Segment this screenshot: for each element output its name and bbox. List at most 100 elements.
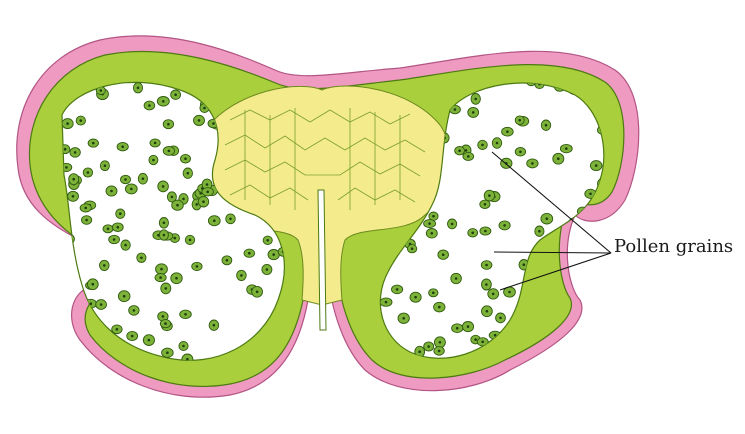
pollen-nucleus — [437, 349, 441, 353]
pollen-nucleus — [565, 147, 568, 150]
pollen-nucleus — [175, 276, 178, 280]
pollen-nucleus — [266, 239, 270, 242]
pollen-nucleus — [115, 328, 119, 331]
pollen-grain — [591, 288, 602, 299]
pollen-nucleus — [518, 118, 521, 122]
pollen-nucleus — [569, 347, 573, 351]
pollen-nucleus — [485, 263, 488, 267]
pollen-nucleus — [522, 263, 526, 267]
pollen-nucleus — [567, 356, 570, 359]
pollen-nucleus — [124, 243, 127, 247]
pollen-grain — [597, 352, 604, 359]
pollen-nucleus — [159, 276, 162, 279]
pollen-nucleus — [79, 119, 83, 122]
pollen-grain — [570, 235, 582, 246]
pollen-nucleus — [119, 212, 122, 215]
pollen-nucleus — [122, 294, 126, 298]
pollen-nucleus — [89, 302, 93, 306]
pollen-nucleus — [110, 189, 113, 193]
pollen-nucleus — [544, 123, 548, 127]
pollen-nucleus — [493, 333, 497, 337]
pollen-nucleus — [184, 313, 187, 316]
pollen-nucleus — [499, 316, 502, 320]
pollen-nucleus — [485, 283, 488, 286]
pollen-nucleus — [182, 197, 185, 201]
pollen-nucleus — [195, 203, 198, 206]
pollen-nucleus — [503, 224, 506, 227]
pollen-nucleus — [206, 190, 209, 194]
pollen-nucleus — [488, 194, 491, 197]
pollen-nucleus — [174, 93, 177, 96]
pollen-nucleus — [103, 264, 106, 267]
pollen-grain — [562, 352, 575, 359]
pollen-nucleus — [454, 277, 458, 280]
pollen-nucleus — [161, 315, 165, 318]
pollen-nucleus — [240, 274, 243, 277]
pollen-nucleus — [538, 229, 541, 233]
pollen-nucleus — [162, 221, 166, 225]
pollen-nucleus — [519, 150, 522, 154]
pollen-grains-label: Pollen grains — [614, 236, 734, 257]
pollen-nucleus — [202, 200, 205, 203]
pollen-nucleus — [574, 239, 578, 242]
pollen-nucleus — [438, 305, 441, 309]
pollen-nucleus — [195, 265, 199, 268]
pollen-nucleus — [450, 222, 454, 226]
pollen-nucleus — [491, 292, 495, 296]
pollen-nucleus — [132, 309, 136, 312]
pollen-nucleus — [508, 290, 511, 294]
pollen-nucleus — [599, 330, 602, 334]
pollen-nucleus — [152, 158, 155, 162]
pollen-nucleus — [427, 345, 431, 348]
pollen-nucleus — [595, 291, 598, 295]
pollen-nucleus — [148, 104, 151, 107]
pollen-nucleus — [430, 232, 434, 235]
pollen-nucleus — [213, 219, 216, 222]
pollen-sac-left — [61, 81, 285, 361]
pollen-nucleus — [182, 344, 185, 348]
cell-texture — [224, 108, 426, 210]
pollen-nucleus — [453, 108, 457, 111]
pollen-nucleus — [272, 253, 276, 256]
pollen-nucleus — [248, 251, 251, 255]
pollen-nucleus — [212, 323, 216, 327]
pollen-grain — [62, 351, 69, 361]
pollen-nucleus — [164, 287, 168, 290]
pollen-nucleus — [106, 227, 110, 231]
pollen-nucleus — [197, 119, 201, 122]
pollen-nucleus — [438, 341, 442, 344]
pollen-nucleus — [103, 164, 107, 167]
pollen-nucleus — [545, 217, 549, 220]
pollen-nucleus — [121, 145, 124, 148]
pollen-nucleus — [225, 259, 229, 262]
pollen-nucleus — [506, 130, 509, 133]
pollen-nucleus — [170, 195, 174, 199]
pollen-nucleus — [84, 206, 87, 210]
pollen-nucleus — [203, 106, 206, 110]
pollen-nucleus — [212, 122, 215, 125]
pollen-nucleus — [167, 122, 170, 126]
pollen-nucleus — [161, 185, 165, 188]
pollen-nucleus — [265, 268, 269, 271]
pollen-nucleus — [92, 141, 95, 145]
pollen-nucleus — [162, 100, 165, 103]
pollen-nucleus — [140, 256, 143, 260]
pollen-nucleus — [471, 231, 475, 235]
pollen-nucleus — [589, 192, 592, 196]
pollen-nucleus — [147, 338, 151, 342]
pollen-nucleus — [62, 354, 65, 358]
pollen-nucleus — [162, 233, 166, 237]
pollen-nucleus — [65, 166, 68, 169]
pollen-nucleus — [585, 304, 588, 308]
pollen-grain — [575, 245, 586, 257]
pointer-lines — [491, 151, 612, 291]
pollen-grain — [581, 300, 592, 311]
pollen-nucleus — [229, 217, 232, 221]
pollen-nucleus — [141, 177, 145, 180]
pollen-nucleus — [255, 290, 259, 294]
central-slit — [317, 189, 327, 331]
pollen-nucleus — [557, 157, 560, 160]
pollen-nucleus — [164, 322, 167, 325]
pollen-nucleus — [402, 317, 406, 320]
